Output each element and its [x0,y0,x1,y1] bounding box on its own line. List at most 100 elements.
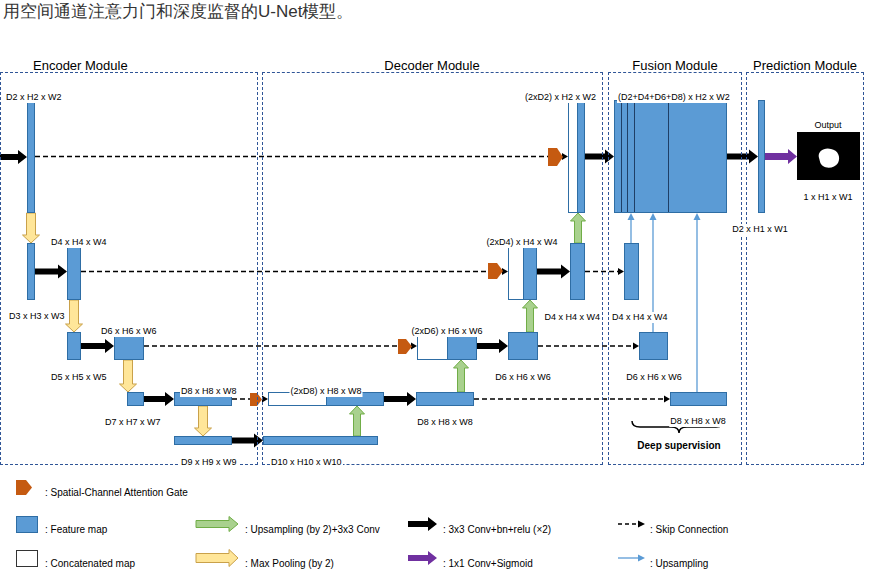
concatenated-map: (2xD2) x H2 x W2 [568,100,585,213]
legend-upsampling-head [638,555,645,562]
module-title: Encoder Module [33,58,128,74]
block-arrow [195,406,212,436]
legend-swatch [16,516,38,533]
text-anchor: : 3x3 Conv+bn+relu (×2) [443,518,551,537]
connector-line [538,345,633,346]
dimension-label: D2 x H2 x W2 [5,92,63,103]
legend-text: : 3x3 Conv+bn+relu (×2) [443,524,551,536]
text-anchor: D6 x H6 x W6 [494,365,552,384]
input-arrow [0,150,27,164]
connector-line [81,271,502,272]
dimension-label: (2xD2) x H2 x W2 [524,92,597,103]
module-region: Decoder Module(2xD2) x H2 x W2(2xD4) x H… [262,72,603,465]
block-arrow [81,339,114,353]
dimension-label: Output [813,120,842,131]
connector [538,343,639,350]
dimension-label: D7 x H7 x W7 [104,417,162,428]
connector [195,406,212,436]
connector-line [696,220,697,392]
text-anchor: D2 x H1 x W1 [731,217,789,236]
connector [537,265,570,279]
block-arrow [232,434,263,448]
block-arrow [144,392,174,406]
legend-text: : Spatial-Channel Attention Gate [45,487,188,499]
legend-text: : Feature map [45,524,107,536]
dimension-label: D2 x H1 x W1 [731,224,789,235]
dimension-label: D6 x H6 x W6 [625,372,683,383]
legend-pool-arrow [196,550,238,567]
connector [232,434,263,448]
text-anchor: : Upsampling (by 2)+3x3 Conv [245,518,380,537]
text-anchor: D4 x H4 x W4 [543,305,601,324]
dimension-label: D5 x H5 x W5 [50,372,108,383]
dimension-label: D8 x H8 x W8 [180,386,238,397]
block-arrow [477,339,508,353]
connector [571,213,586,243]
block-arrow [23,213,40,243]
feature-map: D6 x H6 x W6 [114,332,144,360]
legend-text: : Max Pooling (by 2) [245,558,334,570]
feature-map: D10 x H10 x W10 [263,436,378,445]
text-anchor: (D2+D4+D6+D8) x H2 x W2 [617,85,731,104]
text-anchor: D6 x H6 x W6 [100,319,158,338]
legend-text: : Skip Connection [650,524,728,536]
dimension-label: D6 x H6 x W6 [494,372,552,383]
channel-divider [634,101,635,212]
module-region: Fusion Module(D2+D4+D6+D8) x H2 x W2D4 x… [608,72,742,465]
block-arrow [585,150,614,164]
connector [628,213,635,243]
block-arrow [727,150,758,164]
connector-line [144,345,411,346]
feature-map: D8 x H8 x W8 [174,392,232,406]
feature-map: D5 x H5 x W5 [67,332,81,360]
block-arrow [66,300,83,332]
mask-blob-figure [798,133,859,179]
text-anchor: D4 x H4 x W4 [611,305,669,324]
channel-divider [621,101,622,212]
dimension-label: D6 x H6 x W6 [100,326,158,337]
dimension-label: D4 x H4 x W4 [50,237,108,248]
attention-gate [398,339,412,354]
attention-gate [488,263,503,279]
attention-gate [548,148,563,166]
connector [765,149,797,164]
legend-text: : Upsampling [650,558,708,570]
text-anchor: D3 x H3 x W3 [8,304,66,323]
feature-map: D8 x H8 x W8 [416,392,474,406]
text-anchor: : Skip Connection [650,518,728,537]
dimension-label: D9 x H9 x W9 [180,457,238,468]
text-anchor: D9 x H9 x W9 [180,450,238,469]
connector [727,150,758,164]
legend-text: : Upsampling (by 2)+3x3 Conv [245,524,380,536]
legend-text: : Concatenated map [45,558,135,570]
connector [454,360,469,392]
connector [585,268,624,275]
text-anchor: Decoder Module [384,55,479,74]
text-anchor: D6 x H6 x W6 [625,365,683,384]
module-region: Encoder ModuleD2 x H2 x W2D3 x H3 x W3D4… [0,72,258,465]
text-anchor: D8 x H8 x W8 [416,410,474,429]
feature-map: D4 x H4 x W4 [624,243,639,300]
text-anchor: Prediction Module [753,55,857,74]
dimension-label: D3 x H3 x W3 [8,311,66,322]
text-anchor: : Feature map [45,518,107,537]
connector-line [630,220,631,243]
connector [81,339,114,353]
concatenated-map: (2xD6) x H6 x W6 [417,332,477,360]
dimension-label: (2xD6) x H6 x W6 [410,326,483,337]
connector [35,153,568,160]
module-title: Fusion Module [632,58,717,74]
block-arrow [765,149,797,164]
text-anchor: 用空间通道注意力门和深度监督的U-Net模型。 [3,2,353,22]
text-anchor: (2xD6) x H6 x W6 [410,319,483,338]
page-title: 用空间通道注意力门和深度监督的U-Net模型。 [3,2,353,22]
feature-map: D8 x H8 x W8 [670,392,727,406]
connector-line [585,271,618,272]
legend-swatch [16,550,38,567]
text-anchor: Fusion Module [632,55,717,74]
text-anchor: : Upsampling [650,552,708,571]
dimension-label: (D2+D4+D6+D8) x H2 x W2 [617,92,731,103]
legend-text: : 1x1 Conv+Sigmoid [443,558,533,570]
text-anchor: : Concatenated map [45,552,135,571]
text-anchor: : Max Pooling (by 2) [245,552,334,571]
